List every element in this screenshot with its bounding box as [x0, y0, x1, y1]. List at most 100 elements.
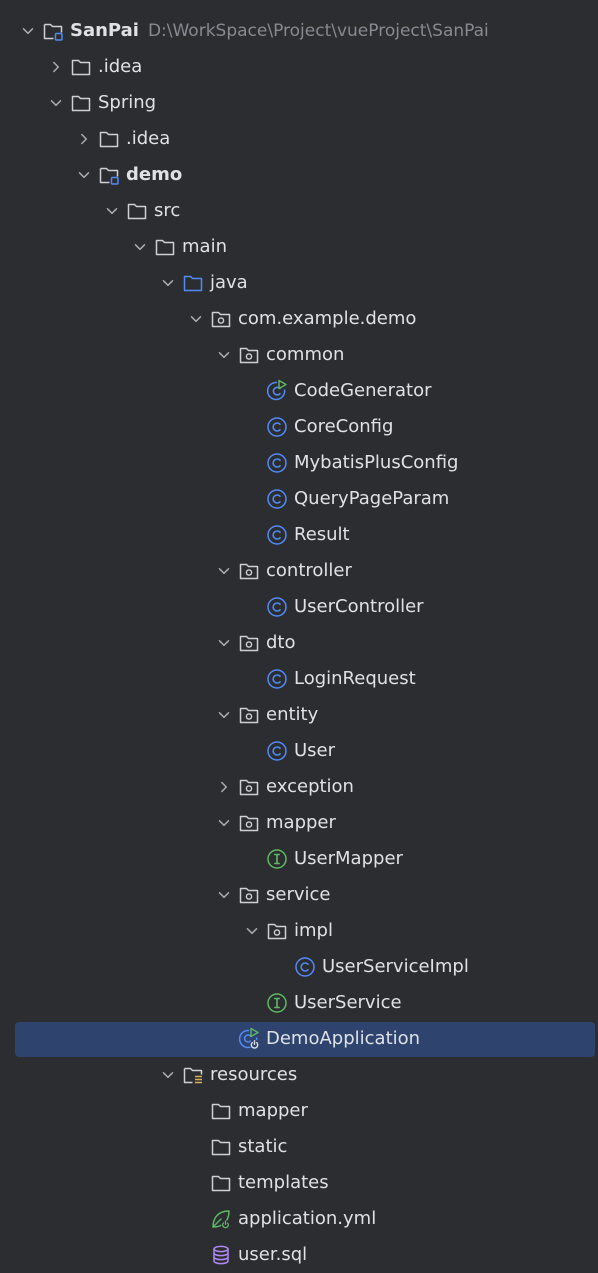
tree-node-label: demo	[126, 164, 183, 185]
tree-node-label: Result	[294, 524, 350, 545]
tree-node-label: DemoApplication	[266, 1028, 421, 1049]
chevron-down-icon[interactable]	[154, 265, 182, 301]
tree-node-class-demoapplication[interactable]: DemoApplication	[0, 1021, 598, 1057]
tree-node-class-querypageparam[interactable]: QueryPageParam	[0, 481, 598, 517]
tree-node-folder-static[interactable]: static	[0, 1129, 598, 1165]
tree-node-class-usercontroller[interactable]: UserController	[0, 589, 598, 625]
folder-icon	[126, 200, 148, 222]
tree-node-label: Spring	[98, 92, 157, 113]
tree-node-folder-mapper[interactable]: mapper	[0, 1093, 598, 1129]
tree-node-class-mybatisplusconfig[interactable]: MybatisPlusConfig	[0, 445, 598, 481]
tree-node-label: resources	[210, 1064, 298, 1085]
tree-node-folder-spring[interactable]: Spring	[0, 85, 598, 121]
tree-node-label: templates	[238, 1172, 329, 1193]
tree-node-package-dto[interactable]: dto	[0, 625, 598, 661]
tree-node-folder-main[interactable]: main	[0, 229, 598, 265]
tree-node-label: User	[294, 740, 336, 761]
tree-node-module-demo[interactable]: demo	[0, 157, 598, 193]
chevron-right-icon[interactable]	[210, 769, 238, 805]
tree-node-label: MybatisPlusConfig	[294, 452, 459, 473]
tree-node-label: java	[210, 272, 248, 293]
folder-icon	[210, 1136, 232, 1158]
tree-node-label: UserMapper	[294, 848, 403, 869]
tree-node-label: UserController	[294, 596, 424, 617]
package-icon	[238, 812, 260, 834]
package-icon	[238, 344, 260, 366]
chevron-down-icon[interactable]	[210, 625, 238, 661]
tree-node-label: mapper	[238, 1100, 308, 1121]
tree-node-label: com.example.demo	[238, 308, 417, 329]
tree-node-interface-usermapper[interactable]: UserMapper	[0, 841, 598, 877]
tree-node-label: QueryPageParam	[294, 488, 450, 509]
chevron-down-icon[interactable]	[238, 913, 266, 949]
chevron-down-icon[interactable]	[98, 193, 126, 229]
tree-node-folder-idea[interactable]: .idea	[0, 49, 598, 85]
tree-node-file-user-sql[interactable]: user.sql	[0, 1237, 598, 1273]
project-path: D:\WorkSpace\Project\vueProject\SanPai	[147, 21, 489, 41]
chevron-down-icon[interactable]	[182, 301, 210, 337]
module-folder-icon	[42, 20, 64, 42]
package-icon	[238, 560, 260, 582]
tree-node-package-service[interactable]: service	[0, 877, 598, 913]
tree-node-folder-spring-idea[interactable]: .idea	[0, 121, 598, 157]
tree-node-label: dto	[266, 632, 296, 653]
tree-node-label: service	[266, 884, 331, 905]
tree-node-package-controller[interactable]: controller	[0, 553, 598, 589]
tree-node-label: UserServiceImpl	[322, 956, 469, 977]
chevron-down-icon[interactable]	[70, 157, 98, 193]
chevron-right-icon[interactable]	[70, 121, 98, 157]
source-folder-icon	[182, 272, 204, 294]
folder-icon	[210, 1172, 232, 1194]
tree-node-class-userserviceimpl[interactable]: UserServiceImpl	[0, 949, 598, 985]
package-icon	[238, 704, 260, 726]
package-icon	[210, 308, 232, 330]
tree-node-folder-resources[interactable]: resources	[0, 1057, 598, 1093]
tree-node-class-user[interactable]: User	[0, 733, 598, 769]
chevron-down-icon[interactable]	[210, 553, 238, 589]
tree-node-folder-java[interactable]: java	[0, 265, 598, 301]
tree-node-file-application-yml[interactable]: application.yml	[0, 1201, 598, 1237]
chevron-down-icon[interactable]	[210, 877, 238, 913]
tree-node-package-common[interactable]: common	[0, 337, 598, 373]
package-icon	[238, 884, 260, 906]
tree-node-package-exception[interactable]: exception	[0, 769, 598, 805]
resources-folder-icon	[182, 1064, 204, 1086]
tree-node-label: entity	[266, 704, 319, 725]
folder-icon	[154, 236, 176, 258]
tree-node-class-result[interactable]: Result	[0, 517, 598, 553]
tree-node-class-coreconfig[interactable]: CoreConfig	[0, 409, 598, 445]
tree-node-label: src	[154, 200, 181, 221]
class-icon	[294, 956, 316, 978]
tree-node-class-loginrequest[interactable]: LoginRequest	[0, 661, 598, 697]
tree-node-package-mapper[interactable]: mapper	[0, 805, 598, 841]
chevron-down-icon[interactable]	[154, 1057, 182, 1093]
tree-node-package-entity[interactable]: entity	[0, 697, 598, 733]
chevron-down-icon[interactable]	[42, 85, 70, 121]
chevron-down-icon[interactable]	[210, 697, 238, 733]
chevron-down-icon[interactable]	[14, 13, 42, 49]
tree-node-class-codegenerator[interactable]: CodeGenerator	[0, 373, 598, 409]
chevron-down-icon[interactable]	[210, 805, 238, 841]
tree-node-label: application.yml	[238, 1208, 377, 1229]
chevron-down-icon[interactable]	[210, 337, 238, 373]
runnable-class-icon	[266, 379, 288, 402]
tree-node-package-impl[interactable]: impl	[0, 913, 598, 949]
tree-node-label: impl	[294, 920, 333, 941]
chevron-down-icon[interactable]	[126, 229, 154, 265]
folder-icon	[210, 1100, 232, 1122]
tree-node-folder-src[interactable]: src	[0, 193, 598, 229]
tree-node-label: UserService	[294, 992, 402, 1013]
chevron-right-icon[interactable]	[42, 49, 70, 85]
interface-icon	[266, 992, 288, 1014]
tree-node-label: CodeGenerator	[294, 380, 432, 401]
class-icon	[266, 524, 288, 546]
class-icon	[266, 740, 288, 762]
tree-node-label: static	[238, 1136, 288, 1157]
folder-icon	[98, 128, 120, 150]
package-icon	[238, 632, 260, 654]
tree-node-folder-templates[interactable]: templates	[0, 1165, 598, 1201]
tree-node-package-com-example-demo[interactable]: com.example.demo	[0, 301, 598, 337]
tree-node-interface-userservice[interactable]: UserService	[0, 985, 598, 1021]
